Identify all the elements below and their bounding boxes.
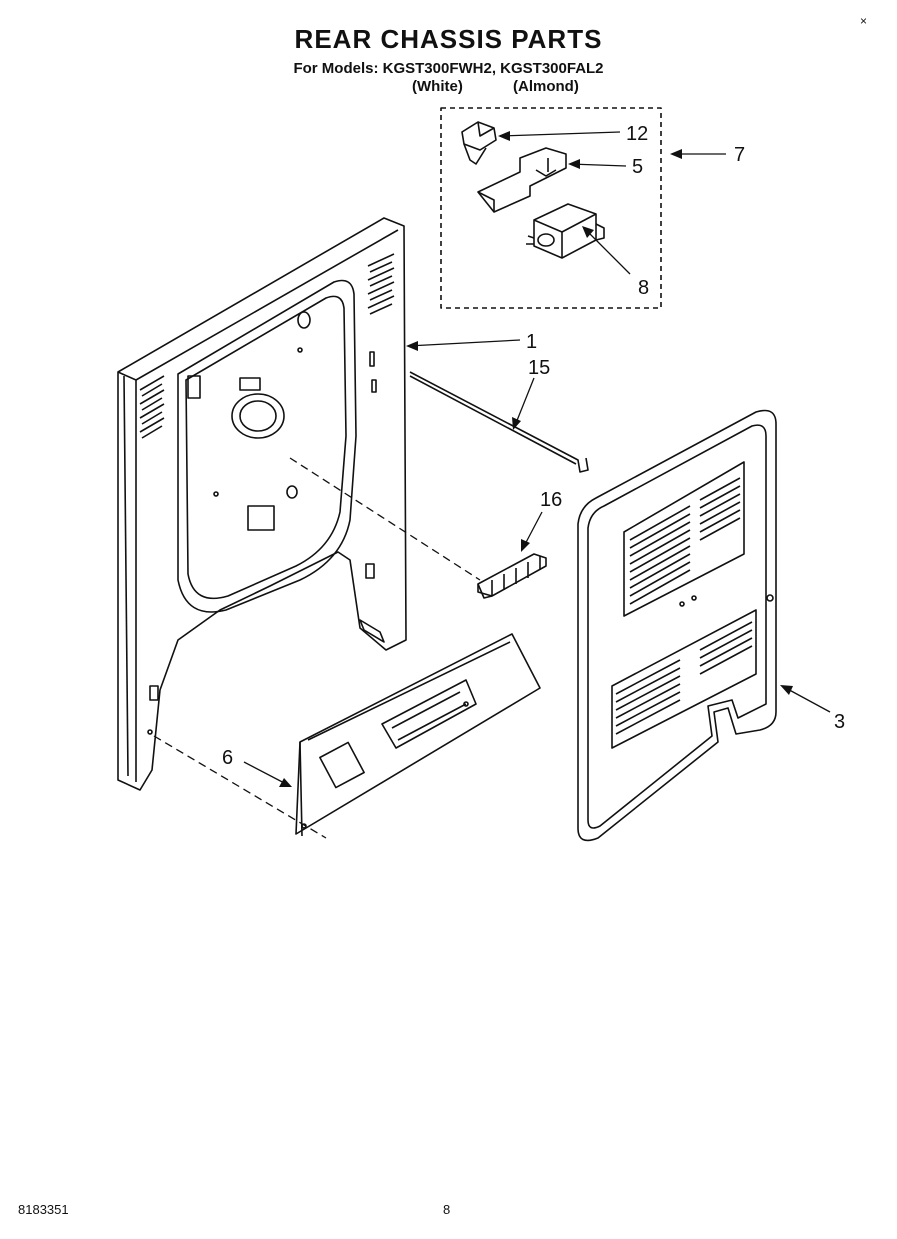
callout-5: 5 — [632, 156, 643, 178]
arrow-15 — [512, 417, 521, 430]
footer-doc-id: 8183351 — [18, 1202, 69, 1217]
corner-mark: × — [860, 14, 868, 28]
callout-12: 12 — [626, 123, 648, 145]
part-5-bracket — [477, 147, 567, 213]
part-1-rear-chassis-panel — [117, 217, 407, 791]
callout-8: 8 — [638, 277, 649, 299]
callout-6: 6 — [222, 747, 233, 769]
models-line: For Models: KGST300FWH2, KGST300FAL2 — [293, 60, 604, 77]
color-label-almond: (Almond) — [513, 78, 579, 95]
part-8-solenoid — [526, 203, 605, 259]
part-16-comb-bracket — [477, 553, 547, 599]
footer-page-number: 8 — [443, 1202, 451, 1217]
callout-16: 16 — [540, 489, 562, 511]
callout-1: 1 — [526, 331, 537, 353]
part-6-lower-panel — [295, 633, 541, 837]
arrow-12 — [498, 131, 510, 141]
arrow-7 — [670, 149, 682, 159]
part-3-rear-cover — [577, 409, 777, 842]
color-label-white: (White) — [412, 78, 463, 95]
arrow-8 — [582, 226, 594, 238]
page-title: REAR CHASSIS PARTS — [294, 24, 603, 54]
part-12-switch — [461, 121, 497, 165]
callout-15: 15 — [528, 357, 550, 379]
arrow-16 — [521, 539, 530, 552]
arrow-1 — [406, 341, 418, 351]
dash-line-1-6 — [153, 735, 327, 839]
callout-3: 3 — [834, 711, 845, 733]
leader-12 — [499, 131, 621, 137]
part-15-rod — [409, 371, 589, 473]
arrow-3 — [780, 685, 793, 695]
callout-7: 7 — [734, 144, 745, 166]
arrow-5 — [568, 159, 580, 169]
leader-1 — [407, 339, 521, 347]
leader-8 — [583, 227, 631, 275]
arrow-6 — [279, 778, 292, 787]
kit-dashed-box — [440, 107, 662, 309]
dash-line-1-16 — [289, 457, 481, 581]
arrowheads — [279, 131, 793, 787]
